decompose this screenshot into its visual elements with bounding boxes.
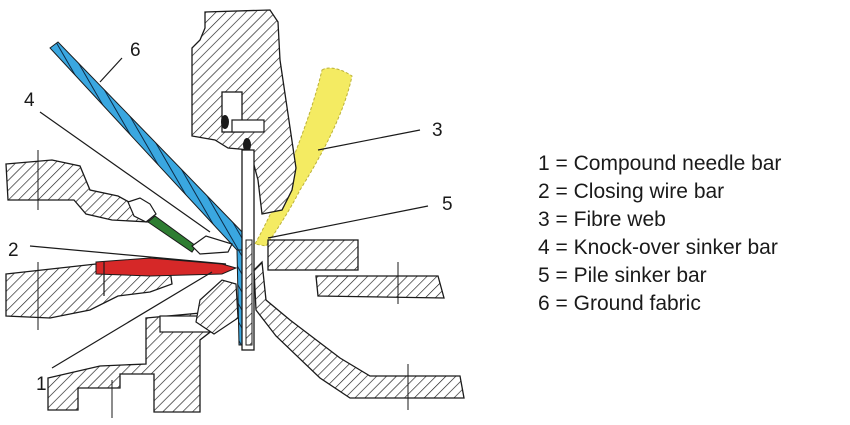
knock-over-sinker xyxy=(147,215,197,253)
leader-4 xyxy=(39,111,211,233)
legend-item-compound-needle-bar: 1 = Compound needle bar xyxy=(538,152,782,175)
callout-5: 5 xyxy=(442,194,453,215)
legend-item-pile-sinker-bar: 5 = Pile sinker bar xyxy=(538,264,707,287)
leader-3 xyxy=(317,129,421,151)
needle-bar-bolt-2 xyxy=(243,138,251,152)
pile-sinker-bar-upper xyxy=(267,239,359,271)
legend-item-closing-wire-bar: 2 = Closing wire bar xyxy=(538,180,725,203)
legend-item-ground-fabric: 6 = Ground fabric xyxy=(538,292,701,315)
callout-3: 3 xyxy=(432,120,443,141)
knock-over-sinker-tip xyxy=(191,235,233,255)
needle-bar-slot xyxy=(231,119,265,133)
needle-bar-lower-housing xyxy=(47,311,219,413)
callout-6: 6 xyxy=(130,40,141,61)
legend-item-knock-over-sinker-bar: 4 = Knock-over sinker bar xyxy=(538,236,778,259)
needle-bar-upper-housing xyxy=(191,9,297,215)
knock-over-sinker-bar xyxy=(5,159,152,223)
pile-sinker-arm xyxy=(253,260,465,399)
needle-bar-bolt-1 xyxy=(221,115,229,129)
legend-item-fibre-web: 3 = Fibre web xyxy=(538,208,666,231)
callout-2: 2 xyxy=(8,240,19,261)
leader-6 xyxy=(99,57,123,83)
leader-5 xyxy=(267,205,429,239)
lower-guide-block xyxy=(195,279,239,335)
pile-sinker-bar-lower xyxy=(315,275,445,299)
knock-over-sinker-clamp xyxy=(127,197,157,223)
callout-4: 4 xyxy=(24,90,35,111)
leader-1 xyxy=(51,271,213,369)
callout-1: 1 xyxy=(36,374,47,395)
leader-2 xyxy=(29,245,227,265)
closing-wire xyxy=(95,257,238,277)
legend: 1 = Compound needle bar 2 = Closing wire… xyxy=(538,150,781,318)
compound-needle-stem xyxy=(245,239,253,346)
